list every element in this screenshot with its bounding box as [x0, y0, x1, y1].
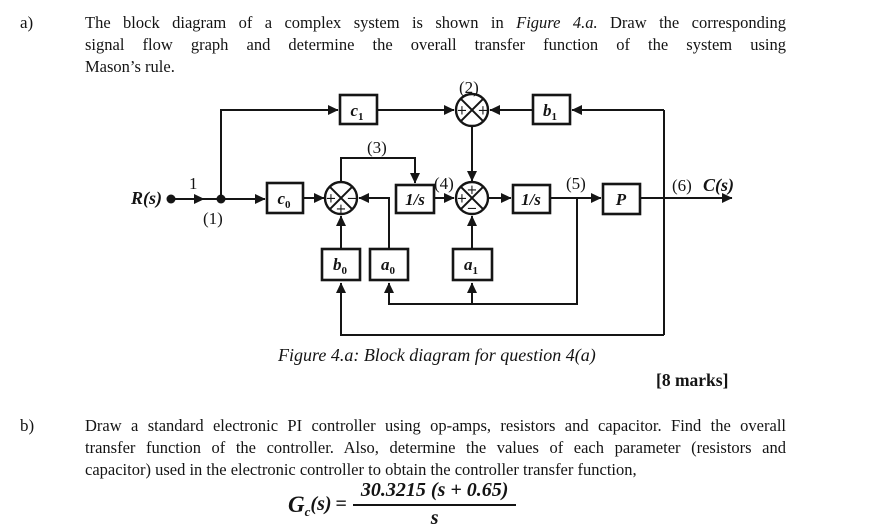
input-gain-label: 1 — [189, 174, 198, 193]
formula-numerator: 30.3215 (s + 0.65) — [352, 479, 517, 506]
wire-node5-to-a0 — [384, 198, 578, 305]
junction4-bottom-sign: − — [467, 202, 478, 217]
block-a1-base: a — [464, 255, 473, 274]
block-a1-label: a1 — [464, 255, 478, 277]
question-b-line3: capacitor) used in the electronic contro… — [85, 460, 637, 479]
marks-badge: [8 marks] — [656, 370, 729, 390]
block-diagram: + − + + + + + − c1 b1 c0 1/s 1/s P b0 a0… — [130, 78, 734, 336]
question-b-paragraph: Draw a standard electronic PI controller… — [85, 415, 786, 481]
node1-dot — [216, 194, 226, 204]
block-b0-base: b — [333, 255, 342, 274]
block-b0-sub: 0 — [342, 265, 348, 277]
block-integrator1-label: 1/s — [405, 190, 425, 209]
formula-denominator: s — [430, 507, 439, 529]
node1-label: (1) — [203, 209, 223, 228]
junction2-left-sign: + — [457, 104, 468, 119]
question-a-line2: signal flow graph and determine the over… — [85, 35, 786, 54]
block-b1-sub: 1 — [552, 111, 558, 123]
block-plant-label: P — [615, 190, 627, 209]
question-b-line2: transfer function of the controller. Als… — [85, 438, 786, 457]
formula-func-symbol: G — [288, 491, 305, 517]
summing-junction-1-cross — [328, 185, 354, 211]
wire-feedback-to-b0 — [336, 282, 664, 336]
block-c1-label: c1 — [350, 101, 363, 123]
node2-label: (2) — [459, 78, 479, 97]
block-c0-box — [265, 181, 305, 215]
block-integrator2-label: 1/s — [521, 190, 541, 209]
node4-label: (4) — [434, 174, 454, 193]
junction2-right-sign: + — [478, 104, 489, 119]
block-b1-base: b — [543, 101, 552, 120]
question-b-line1: Draw a standard electronic PI controller… — [85, 416, 786, 435]
node6-label: (6) — [672, 176, 692, 195]
block-c1-box — [338, 93, 379, 126]
block-b0-label: b0 — [333, 255, 348, 277]
summing-junction-4-cross — [459, 185, 485, 211]
wire-node1-to-c1 — [220, 105, 339, 199]
question-b-label: b) — [20, 416, 35, 435]
junction1-bottom-sign: + — [336, 202, 347, 217]
block-integrator1-box — [394, 183, 436, 215]
question-a-line1-post: Draw the corresponding — [597, 13, 786, 32]
junction4-top-sign: + — [467, 183, 478, 198]
block-b0-box — [320, 247, 362, 282]
block-b1-box — [531, 93, 572, 126]
block-a1-sub: 1 — [473, 265, 479, 277]
block-integrator2-box — [511, 183, 552, 215]
junction4-left-sign: + — [457, 192, 468, 207]
output-signal-label: C(s) — [703, 175, 734, 196]
block-c1-base: c — [350, 101, 358, 120]
formula-fraction: 30.3215 (s + 0.65) s — [352, 479, 517, 530]
block-a1-box — [451, 247, 494, 282]
formula-func-arg: (s) — [310, 493, 332, 515]
block-plant-box — [601, 182, 642, 216]
block-a0-sub: 0 — [390, 265, 396, 277]
junction1-left-sign: + — [326, 192, 337, 207]
question-a-line1-pre: The block diagram of a complex system is… — [85, 13, 517, 32]
figure-caption: Figure 4.a: Block diagram for question 4… — [278, 345, 596, 365]
block-c0-base: c — [277, 189, 285, 208]
question-a-label: a) — [20, 13, 34, 32]
block-a0-box — [368, 247, 410, 282]
wire-a0-to-junction1 — [358, 193, 390, 249]
block-a0-label: a0 — [381, 255, 396, 277]
node3-label: (3) — [367, 138, 387, 157]
wire-junction1-to-integrator1 — [340, 157, 420, 184]
question-a-line3: Mason’s rule. — [85, 57, 175, 76]
source-dot — [166, 194, 176, 204]
junction1-right-sign: − — [347, 192, 358, 207]
question-a-paragraph: The block diagram of a complex system is… — [85, 12, 786, 78]
formula-equals: = — [335, 493, 347, 515]
block-c1-sub: 1 — [358, 111, 364, 123]
block-c0-sub: 0 — [285, 199, 291, 211]
block-a0-base: a — [381, 255, 390, 274]
formula-func-subscript: c — [304, 503, 311, 519]
source-signal-label: R(s) — [130, 188, 162, 209]
block-b1-label: b1 — [543, 101, 557, 123]
question-a-line1: The block diagram of a complex system is… — [85, 12, 786, 34]
figure-reference: Figure 4.a. — [516, 13, 598, 32]
node5-label: (5) — [566, 174, 586, 193]
summing-junction-2-cross — [459, 97, 485, 123]
block-c0-label: c0 — [277, 189, 291, 211]
